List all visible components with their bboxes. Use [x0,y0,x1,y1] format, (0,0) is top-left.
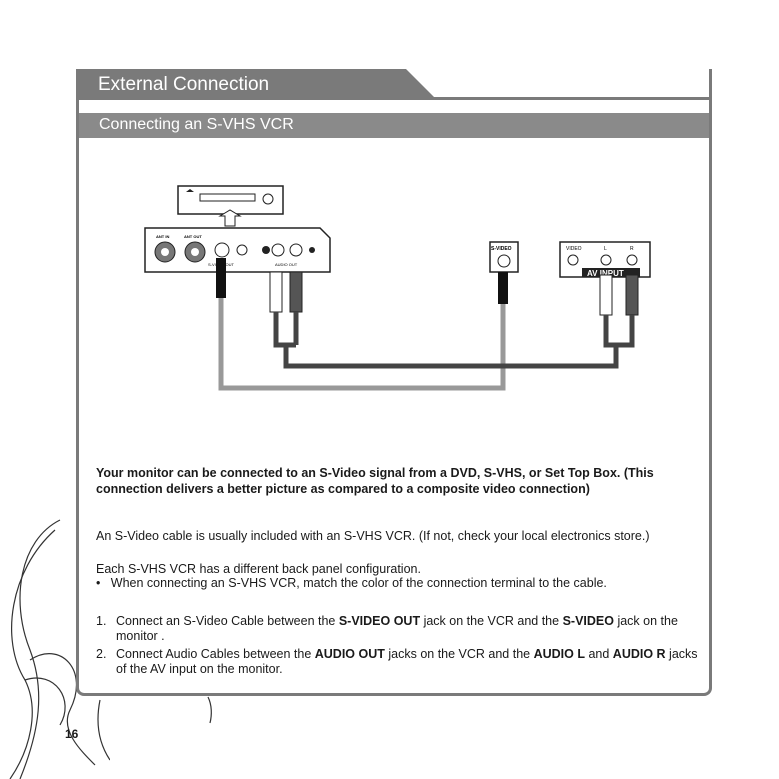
steps-list: 1. Connect an S-Video Cable between the … [96,614,706,680]
subsection-header: Connecting an S-VHS VCR [79,113,709,138]
ant-in-label: ANT IN [156,234,169,239]
decorative-stroke [207,696,212,724]
connection-diagram: ANT IN ANT OUT S-VIDEO OUT AUDIO OUT S-V… [144,185,651,391]
step-item: 1. Connect an S-Video Cable between the … [96,614,678,643]
subsection-title: Connecting an S-VHS VCR [99,116,294,133]
step-item: 2. Connect Audio Cables between the AUDI… [96,647,698,676]
monitor-svideo-jack: S-VIDEO [489,241,519,304]
vcr-illustration [177,185,284,227]
section-title: External Connection [98,74,270,95]
av-video-label: VIDEO [566,246,582,252]
av-input-title: AV INPUT [587,269,624,278]
bullet-text: When connecting an S-VHS VCR, match the … [110,576,607,590]
page-number: 16 [65,727,79,741]
panel-note: Each S-VHS VCR has a different back pane… [96,562,421,576]
section-header: External Connection [76,69,436,99]
cable-note: An S-Video cable is usually included wit… [96,529,650,543]
audio-out-label: AUDIO OUT [275,262,298,267]
bullet-item: • When connecting an S-VHS VCR, match th… [96,576,607,590]
intro-text: Your monitor can be connected to an S-Vi… [96,466,654,496]
monitor-av-input: VIDEO L R AV INPUT [559,241,651,316]
av-l-label: L [604,246,607,252]
monitor-svideo-label: S-VIDEO [491,246,512,252]
content-frame [76,69,712,696]
decorative-swirl [9,519,110,779]
ant-out-label: ANT OUT [184,234,202,239]
vcr-back-panel: ANT IN ANT OUT S-VIDEO OUT AUDIO OUT [144,227,331,273]
av-r-label: R [630,246,634,252]
section-divider [76,97,712,100]
